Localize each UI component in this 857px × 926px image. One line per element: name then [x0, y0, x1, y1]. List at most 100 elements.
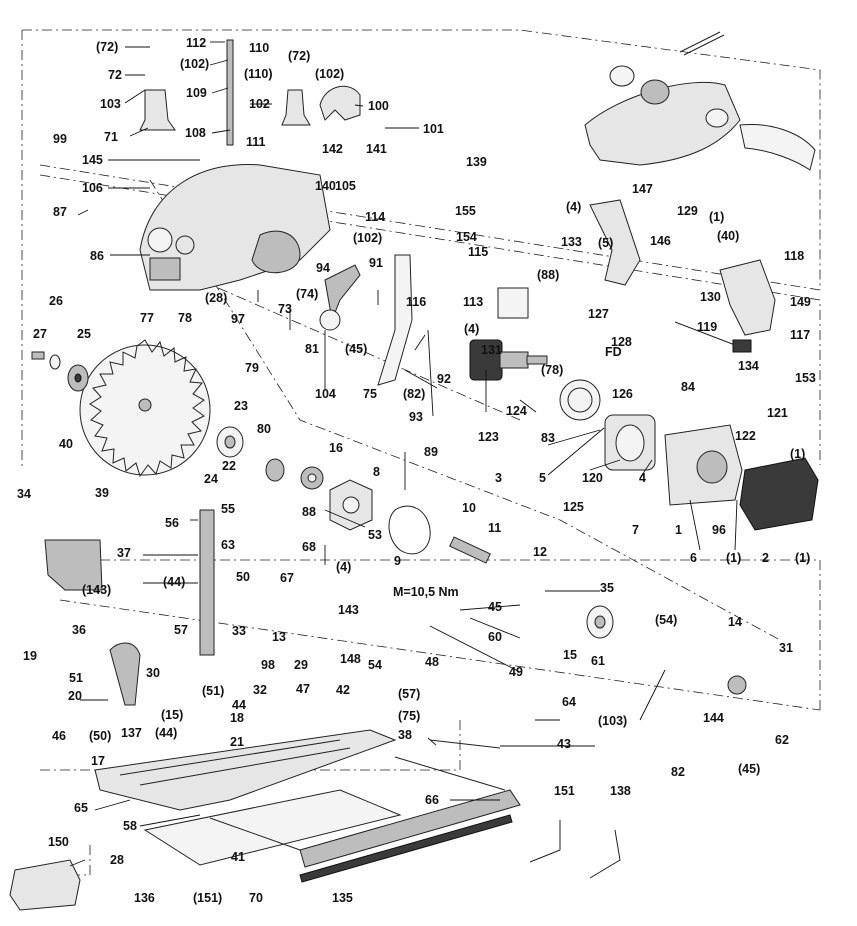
label: 80	[257, 422, 271, 436]
label: 101	[423, 122, 444, 136]
label: 86	[90, 249, 104, 263]
label: (75)	[398, 709, 420, 723]
label: 93	[409, 410, 423, 424]
label: (15)	[161, 708, 183, 722]
part-labels: (72) 112 110 72 (102) (72) (102) (110) 1…	[17, 36, 816, 905]
label: 92	[437, 372, 451, 386]
label: 123	[478, 430, 499, 444]
hex-key-150	[589, 829, 621, 879]
switch-131	[497, 287, 529, 319]
label: 110	[249, 41, 269, 55]
label: 87	[53, 205, 67, 219]
hex-key-138	[529, 820, 561, 863]
rod-151	[209, 756, 506, 851]
label: 30	[146, 666, 160, 680]
label: 148	[340, 652, 361, 666]
spring-90	[679, 31, 725, 56]
label: 68	[302, 540, 316, 554]
label: 75	[363, 387, 377, 401]
guide-rail-135	[299, 789, 521, 883]
label: 19	[23, 649, 37, 663]
label: 102	[249, 97, 270, 111]
screw-27	[31, 351, 45, 360]
label: 151	[554, 784, 575, 798]
spindle-108	[226, 39, 234, 146]
label: 78	[178, 311, 192, 325]
label: 131	[481, 343, 502, 357]
flange-washer-25	[67, 364, 89, 392]
label: 32	[253, 683, 267, 697]
gasket-9	[388, 505, 431, 555]
label: 39	[95, 486, 109, 500]
label: M=10,5 Nm	[393, 585, 459, 599]
gear-14	[586, 605, 614, 639]
cable-134	[674, 321, 752, 353]
label: 48	[425, 655, 439, 669]
label: 12	[533, 545, 547, 559]
label: 33	[232, 624, 246, 638]
label: (143)	[82, 583, 111, 597]
flange-24	[216, 426, 244, 458]
label: 142	[322, 142, 343, 156]
column-37	[199, 509, 215, 656]
label: (40)	[717, 229, 739, 243]
label: (88)	[537, 268, 559, 282]
label: 20	[68, 689, 82, 703]
label: 136	[134, 891, 155, 905]
knob-103	[139, 89, 176, 131]
label: (1)	[726, 551, 741, 565]
label: 113	[463, 295, 483, 309]
label: 124	[506, 404, 527, 418]
handle-100	[319, 85, 361, 121]
label: (4)	[336, 560, 351, 574]
label: 98	[261, 658, 275, 672]
gear-housing-89	[329, 479, 373, 531]
label: (28)	[205, 291, 227, 305]
label: 70	[249, 891, 263, 905]
label: 137	[121, 726, 142, 740]
armature-123	[469, 339, 548, 381]
label: 66	[425, 793, 439, 807]
label: (102)	[353, 231, 382, 245]
label: 141	[366, 142, 387, 156]
label: 150	[48, 835, 69, 849]
label: 24	[204, 472, 218, 486]
label: 96	[712, 523, 726, 537]
label: 2	[762, 551, 769, 565]
label: 38	[398, 728, 412, 742]
label: 10	[462, 501, 476, 515]
label: 55	[221, 502, 235, 516]
riving-knife-116	[377, 254, 413, 386]
label: 46	[52, 729, 66, 743]
label: (5)	[598, 236, 613, 250]
label: 146	[650, 234, 671, 248]
stator-120	[604, 414, 656, 471]
label: 127	[588, 307, 609, 321]
label: 36	[72, 623, 86, 637]
label: 53	[368, 528, 382, 542]
label: 82	[671, 765, 685, 779]
label: 35	[600, 581, 614, 595]
label: 13	[272, 630, 286, 644]
label: 42	[336, 683, 350, 697]
label: 99	[53, 132, 67, 146]
knob-102	[281, 89, 311, 126]
washer-26	[49, 354, 61, 370]
label: 83	[541, 431, 555, 445]
bearing-16	[300, 466, 324, 490]
label: 100	[368, 99, 389, 113]
hose-76	[739, 123, 816, 171]
label: 67	[280, 571, 294, 585]
label: (110)	[244, 67, 273, 81]
label: 126	[612, 387, 633, 401]
label: 18	[230, 711, 244, 725]
label: 60	[488, 630, 502, 644]
label: 8	[373, 465, 380, 479]
label: 51	[69, 671, 83, 685]
label: 6	[690, 551, 697, 565]
bracket-119	[719, 259, 776, 336]
label: 4	[639, 471, 646, 485]
arm-94	[319, 264, 361, 331]
label: 104	[315, 387, 336, 401]
wrench-137	[427, 737, 501, 749]
